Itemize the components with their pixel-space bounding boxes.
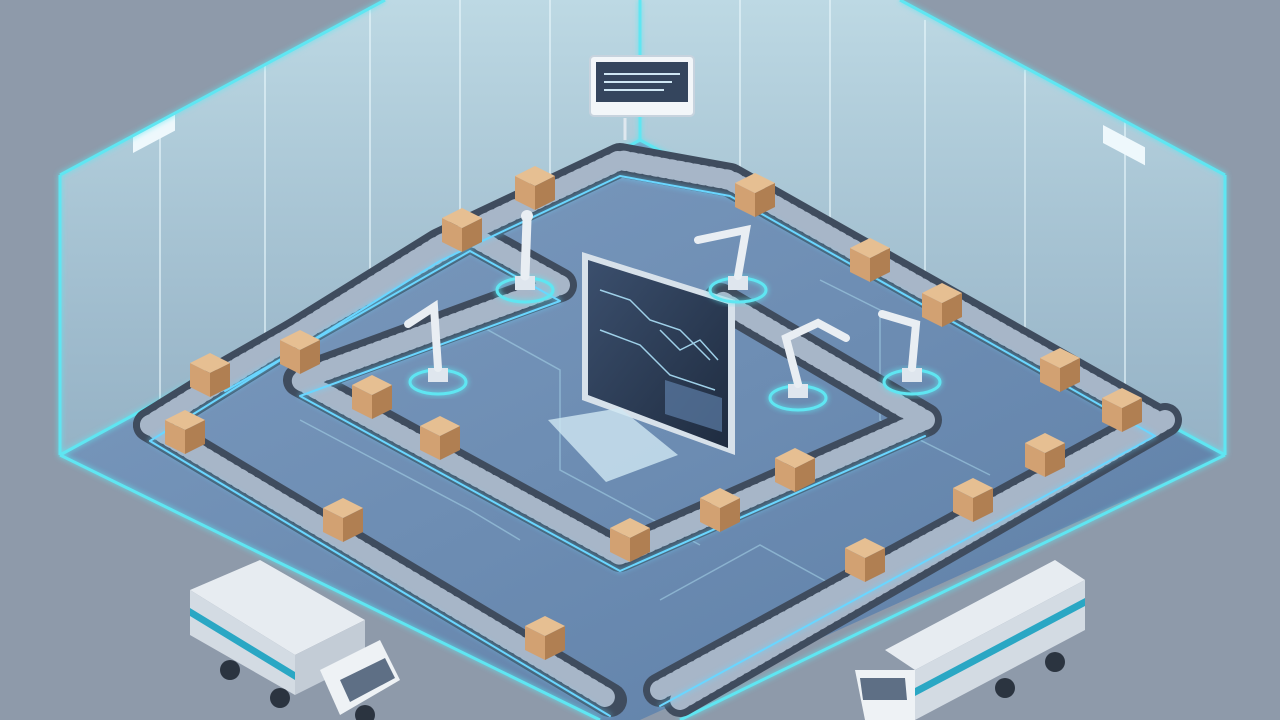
parcel-box-icon [610,518,650,562]
parcel-box-icon [922,283,962,327]
parcel-box-icon [442,208,482,252]
robot-arm-icon [768,318,850,412]
glass-walls [60,0,1225,455]
delivery-trucks [190,560,1085,720]
robot-arm-icon [404,299,468,396]
parcel-box-icon [1102,388,1142,432]
wall-sign-right [1103,125,1145,166]
parcel-box-icon [165,410,205,454]
parcel-box-icon [1025,433,1065,477]
parcel-box-icon [953,478,993,522]
parcel-box-icon [525,616,565,660]
floor-control-pad [548,408,678,482]
overhead-monitor [589,55,695,140]
parcel-box-icon [1040,348,1080,392]
monitor-glyph-lines [604,73,680,91]
analytics-display [582,252,735,455]
parcel-box-icon [420,416,460,460]
parcel-box-icon [775,448,815,492]
robot-arms [404,210,942,412]
parcels [165,166,1142,660]
right-glass-wall [640,0,1225,455]
parcel-box-icon [735,173,775,217]
parcel-box-icon [323,498,363,542]
parcel-box-icon [700,488,740,532]
left-glass-wall [60,0,640,455]
wall-sign-left [133,112,175,153]
delivery-truck-icon [855,560,1085,720]
robot-arm-icon [878,310,942,396]
parcel-box-icon [845,538,885,582]
parcel-box-icon [850,238,890,282]
parcel-box-icon [190,353,230,397]
parcel-box-icon [352,375,392,419]
display-chart-lines [599,289,719,391]
delivery-truck-icon [190,560,400,720]
robot-arm-icon [495,210,555,304]
robot-arm-icon [694,224,768,304]
parcel-box-icon [515,166,555,210]
parcel-box-icon [280,330,320,374]
